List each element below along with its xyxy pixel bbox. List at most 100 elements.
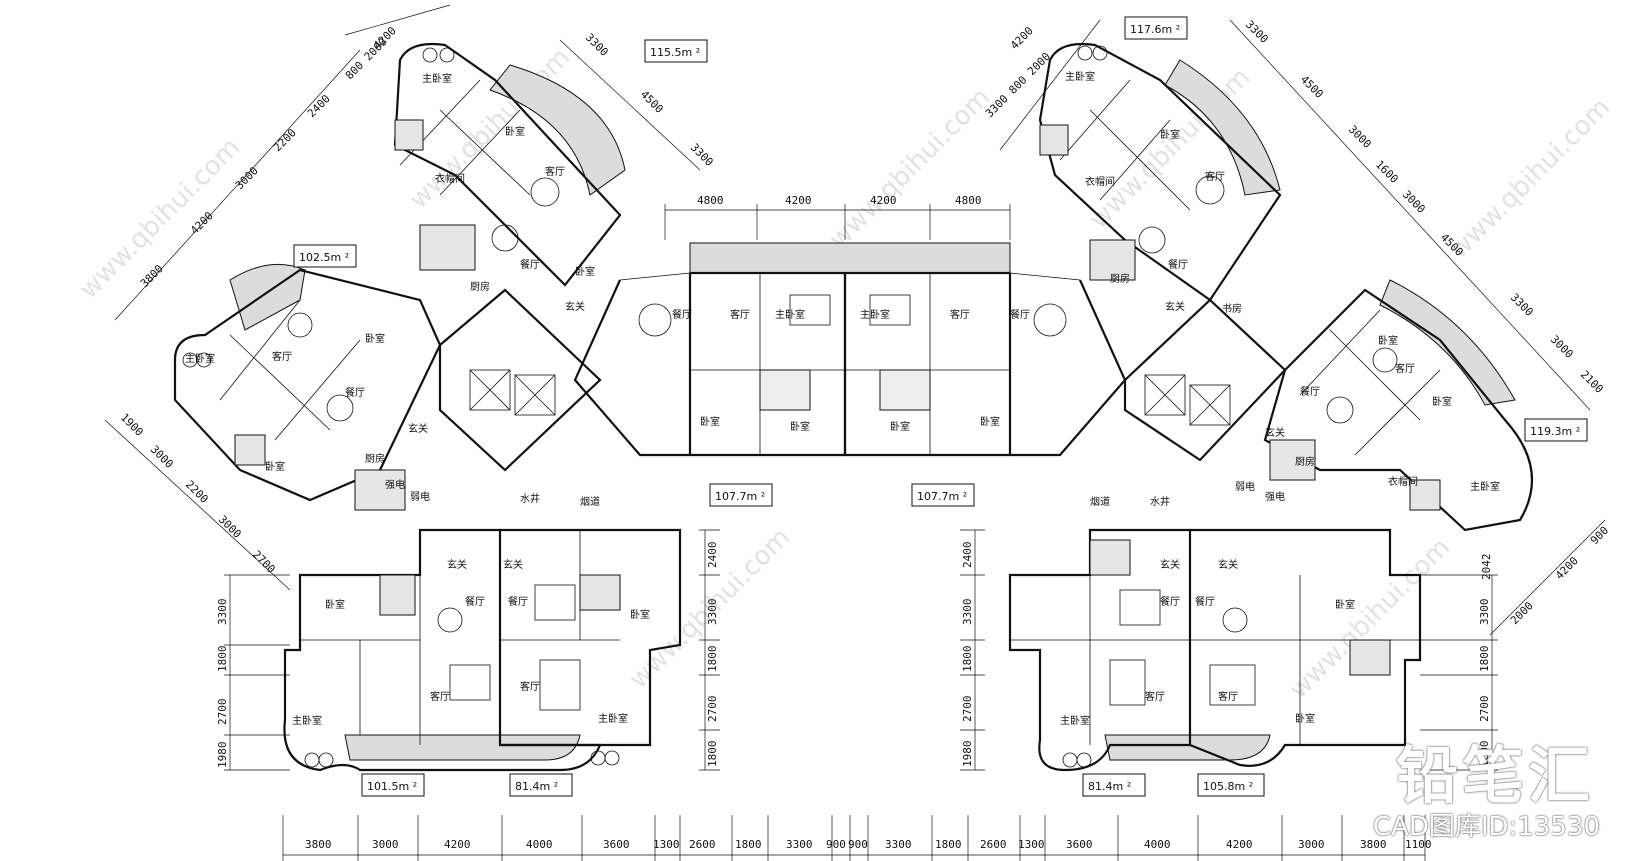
dimension-label: 2700 — [216, 699, 229, 726]
watermark-text: www.qbihui.com — [74, 132, 246, 304]
dimension-label: 2700 — [250, 548, 278, 576]
room-label: 餐厅 — [508, 595, 528, 608]
dimension-label: 3300 — [786, 838, 813, 851]
right-core: 水井 烟道 — [1090, 298, 1287, 508]
room-label: 卧室 — [790, 420, 810, 433]
room-label: 烟道 — [1090, 495, 1110, 508]
dimension-label: 1800 — [216, 646, 229, 673]
watermark-text: www.qbihui.com — [404, 42, 576, 214]
area-tag-box — [1197, 773, 1265, 797]
dimension-label: 3000 — [216, 513, 244, 541]
room-label: 餐厅 — [1195, 595, 1215, 608]
watermark-text: www.qbihui.com — [1444, 92, 1616, 264]
dimension-label: 3300 — [688, 141, 716, 169]
room-label: 玄关 — [1218, 558, 1238, 571]
dimension-label: 2700 — [706, 696, 719, 723]
room-label: 客厅 — [1218, 690, 1238, 703]
room-label: 玄关 — [1165, 300, 1185, 313]
room-label: 客厅 — [272, 350, 292, 363]
room-label: 客厅 — [730, 308, 750, 321]
dimension-label: 4200 — [785, 194, 812, 207]
room-label: 玄关 — [1265, 426, 1285, 439]
room-label: 主卧室 — [1060, 714, 1090, 727]
room-label: 弱电 — [410, 490, 430, 503]
dimension-label: 1800 — [961, 646, 974, 673]
dimension-label: 2200 — [271, 126, 299, 154]
dimension-label: 1800 — [706, 741, 719, 768]
room-label: 厨房 — [1295, 455, 1315, 468]
dimension-label: 3000 — [233, 164, 261, 192]
area-tag-box — [1082, 773, 1146, 797]
area-tag-box — [644, 39, 708, 63]
room-label: 玄关 — [503, 558, 523, 571]
dimension-label: 4500 — [1298, 73, 1326, 101]
room-label: 玄关 — [408, 422, 428, 435]
room-label: 卧室 — [1335, 598, 1355, 611]
dimension-label: 1800 — [735, 838, 762, 851]
room-label: 卧室 — [1378, 334, 1398, 347]
room-label: 客厅 — [1205, 170, 1225, 183]
room-label: 衣帽间 — [1388, 475, 1418, 488]
dimension-label: 3000 — [372, 838, 399, 851]
room-label: 卧室 — [1295, 712, 1315, 725]
room-label: 厨房 — [365, 452, 385, 465]
room-label: 餐厅 — [1168, 258, 1188, 271]
dimension-label: 4000 — [1144, 838, 1171, 851]
dimension-label: 2600 — [689, 838, 716, 851]
top-dimension-line: 4800 4200 4200 4800 — [664, 194, 1011, 240]
room-label: 卧室 — [265, 460, 285, 473]
room-label: 卧室 — [575, 265, 595, 278]
dimension-label: 3000 — [1400, 188, 1428, 216]
dimension-label: 1800 — [1478, 646, 1491, 673]
room-label: 强电 — [1265, 490, 1285, 503]
area-tag-box — [911, 483, 975, 507]
right-vertical-dimensions: 3300 1800 2700 1800 — [1420, 574, 1498, 771]
room-label: 餐厅 — [520, 258, 540, 271]
upper-left-wing: 主卧室 卧室 客厅 衣帽间 餐厅 卧室 厨房 玄关 — [393, 42, 626, 313]
dimension-label: 2200 — [183, 478, 211, 506]
dimension-label: 1600 — [1373, 158, 1401, 186]
room-label: 卧室 — [1432, 395, 1452, 408]
area-tag: 115.5m ² — [650, 46, 700, 59]
brand-logo: 铅笔汇 — [1395, 739, 1594, 812]
room-label: 卧室 — [980, 415, 1000, 428]
room-label: 玄关 — [565, 300, 585, 313]
dimension-label: 1100 — [1405, 838, 1432, 851]
central-block: 餐厅 客厅 主卧室 主卧室 客厅 餐厅 卧室 卧室 卧室 卧室 — [573, 242, 1127, 457]
room-label: 衣帽间 — [1085, 175, 1115, 188]
dimension-label: 2400 — [706, 542, 719, 569]
dimension-label: 3000 — [1298, 838, 1325, 851]
upper-right-wing: 主卧室 卧室 客厅 衣帽间 餐厅 书房 厨房 玄关 — [1038, 42, 1282, 315]
dimension-label: 800 2000 — [343, 35, 390, 82]
dimension-label: 3600 — [1066, 838, 1093, 851]
room-label: 书房 — [1222, 302, 1242, 315]
dimension-label: 1300 — [1018, 838, 1045, 851]
area-tag-box — [293, 244, 357, 268]
room-label: 主卧室 — [598, 712, 628, 725]
area-tag-box — [1124, 16, 1188, 40]
room-label: 厨房 — [470, 280, 490, 293]
inner-right-vertical-dimensions: 2400 3300 1800 2700 1980 — [960, 529, 985, 771]
lower-right-diag-dimensions: 900 4200 2000 2042 — [1480, 519, 1611, 636]
dimension-label: 4800 — [955, 194, 982, 207]
room-label: 厨房 — [1110, 272, 1130, 285]
area-tag-box — [709, 483, 773, 507]
left-wing: 主卧室 客厅 卧室 餐厅 卧室 厨房 玄关 强电 弱电 — [173, 263, 442, 511]
bottom-dimension-line: 3800 3000 4200 4000 3600 1300 2600 1800 … — [282, 815, 1432, 861]
dimension-label: 2000 — [1508, 599, 1536, 627]
dimension-label: 900 — [848, 838, 868, 851]
dimension-label: 1980 — [216, 742, 229, 769]
area-tag: 102.5m ² — [299, 251, 349, 264]
dimension-label: 900 — [826, 838, 846, 851]
area-tag: 117.6m ² — [1130, 23, 1180, 36]
room-label: 弱电 — [1235, 480, 1255, 493]
dimension-label: 2700 — [961, 696, 974, 723]
room-label: 客厅 — [430, 690, 450, 703]
room-label: 餐厅 — [345, 386, 365, 399]
dimension-label: 3800 — [138, 262, 166, 290]
dimension-label: 1980 — [961, 741, 974, 768]
room-label: 卧室 — [700, 415, 720, 428]
room-label: 客厅 — [950, 308, 970, 321]
dimension-label: 3300 — [706, 599, 719, 626]
watermark-text: www.qbihui.com — [824, 82, 996, 254]
